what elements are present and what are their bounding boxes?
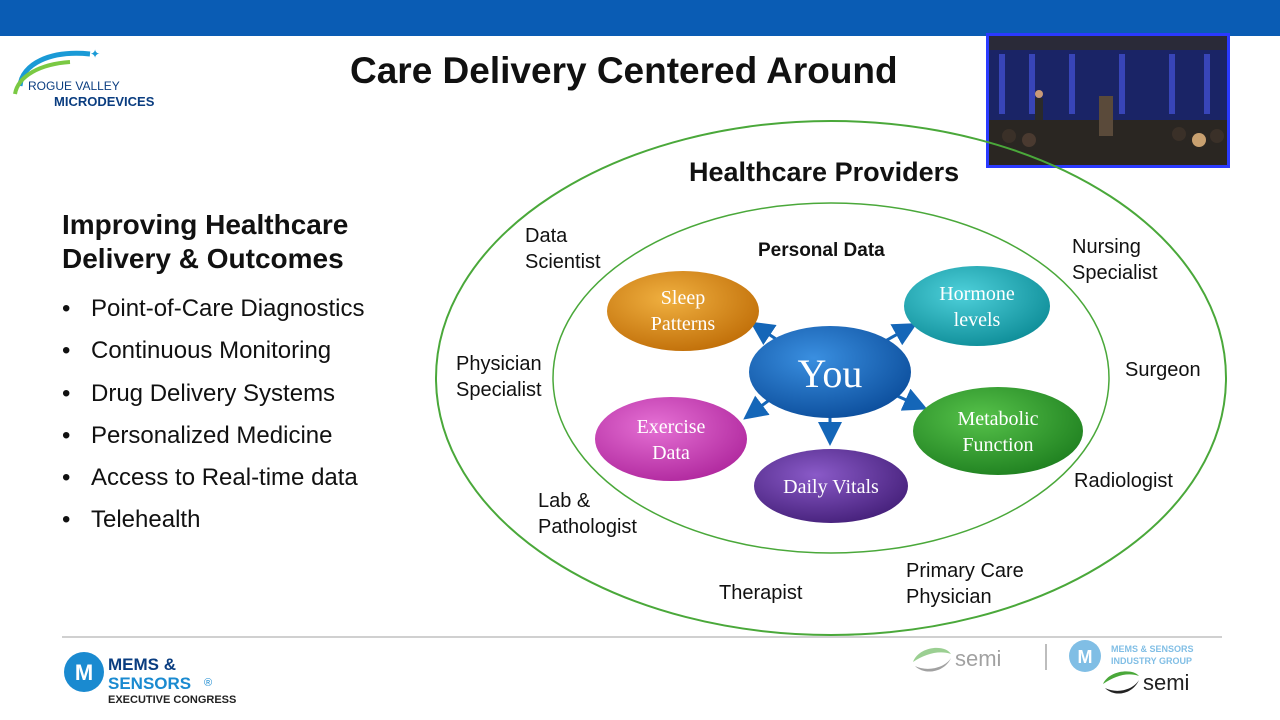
inner-ring [552,202,1110,554]
left-heading-line2: Delivery & Outcomes [62,243,344,274]
bullet-text: Access to Real-time data [91,464,358,492]
provider-lab-2: Pathologist [538,516,637,538]
hormone-levels-node [904,266,1050,346]
provider-therapist: Therapist [719,582,803,604]
bullet-icon: • [62,421,71,449]
bullet-text: Point-of-Care Diagnostics [91,295,365,322]
footer-divider [62,636,1222,638]
hormone-label-1: Hormone [939,283,1015,305]
logo-star-icon: ✦ [90,47,100,61]
semi-logos: semi M MEMS & SENSORS INDUSTRY GROUP sem… [913,640,1194,695]
arrow-exercise [743,395,773,420]
exercise-label-1: Exercise [637,416,706,438]
list-item: • Point-of-Care Diagnostics [62,292,364,334]
provider-nursing-1: Nursing [1072,236,1141,258]
podium [1099,96,1113,136]
you-node [749,326,911,418]
semi-logo: semi [1103,670,1189,695]
provider-radiologist: Radiologist [1074,470,1173,492]
mems-text-2: SENSORS [108,674,191,693]
provider-nursing-2: Specialist [1072,262,1158,284]
list-item: • Drug Delivery Systems [62,377,364,419]
mems-subtext: EXECUTIVE CONGRESS [108,694,236,706]
msig-badge-letter: M [1078,647,1093,667]
provider-lab-1: Lab & [538,490,591,512]
semi-text: semi [1143,670,1189,695]
bullet-icon: • [62,337,71,365]
outer-ring [435,120,1227,636]
inner-title: Personal Data [758,240,885,261]
exercise-data-node [595,397,747,481]
slide-title: Care Delivery Centered Around [350,50,898,91]
logo-text-line2: MICRODEVICES [54,94,155,109]
provider-data-scientist-1: Data [525,225,568,247]
rogue-valley-logo: ✦ ROGUE VALLEY MICRODEVICES [13,47,155,109]
provider-physician-2: Specialist [456,379,542,401]
list-item: • Personalized Medicine [62,419,364,461]
speaker-video-inset [986,33,1230,168]
mems-badge-icon [64,652,104,692]
metabolic-label-1: Metabolic [957,408,1038,430]
mems-badge-letter: M [75,660,93,685]
sleep-patterns-node [607,271,759,351]
metabolic-function-node [913,387,1083,475]
provider-primary-1: Primary Care [906,560,1024,582]
logo-text-line1: ROGUE VALLEY [28,79,120,93]
mems-sensors-logo: M MEMS & SENSORS ® EXECUTIVE CONGRESS [64,652,236,706]
mems-reg: ® [204,677,212,689]
bullet-text: Telehealth [91,506,201,534]
exercise-label-2: Data [652,442,690,464]
outer-title: Healthcare Providers [689,157,959,187]
top-bar [0,0,1280,36]
arrow-metabolic [894,388,928,411]
semi-logo-faded: semi M MEMS & SENSORS INDUSTRY GROUP [913,640,1194,672]
bullet-icon: • [62,379,71,407]
msig-text-2: INDUSTRY GROUP [1111,656,1192,666]
bullet-icon: • [62,295,71,322]
bullet-text: Drug Delivery Systems [91,379,336,407]
logo-swoosh-green [13,60,71,95]
bullet-text: Personalized Medicine [91,421,333,449]
daily-vitals-node [754,449,908,523]
sleep-label-1: Sleep [661,287,705,309]
bullet-icon: • [62,506,71,534]
arrow-sleep [750,321,786,347]
bullet-list: • Point-of-Care Diagnostics • Continuous M… [62,292,364,546]
provider-surgeon: Surgeon [1125,359,1201,381]
mems-text-1: MEMS & [108,655,176,674]
list-item: • Continuous Monitoring [62,334,364,376]
vitals-label: Daily Vitals [783,476,879,498]
list-item: • Access to Real-time data [62,461,364,503]
left-heading-line1: Improving Healthcare [62,209,349,240]
provider-data-scientist-2: Scientist [525,251,601,273]
provider-primary-2: Physician [906,586,992,608]
bullet-text: Continuous Monitoring [91,337,332,365]
metabolic-label-2: Function [962,434,1033,456]
provider-physician-1: Physician [456,353,542,375]
semi-text-faded: semi [955,646,1001,671]
bullet-icon: • [62,464,71,492]
list-item: • Telehealth [62,503,364,545]
arrow-hormone [877,323,918,347]
hormone-label-2: levels [954,309,1001,331]
msig-text-1: MEMS & SENSORS [1111,644,1194,654]
sleep-label-2: Patterns [651,313,716,335]
you-label: You [798,351,863,396]
left-heading: Improving Healthcare Delivery & Outcomes [62,208,422,276]
